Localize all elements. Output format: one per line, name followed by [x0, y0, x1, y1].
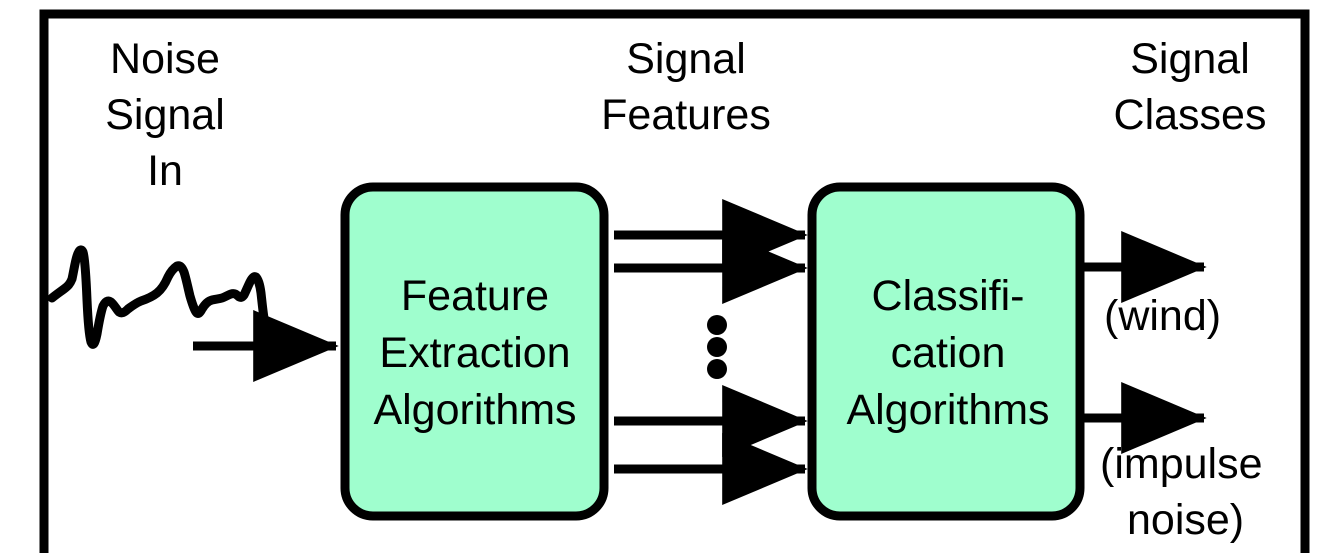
classification-line-3: Algorithms: [846, 386, 1049, 434]
output-impulse-label-line-2: noise): [1127, 496, 1244, 544]
input-header-line-1: Noise: [110, 35, 220, 83]
ellipsis-dot-2: [707, 337, 727, 357]
features-header: Signal Features: [601, 35, 771, 139]
classification-line-2: cation: [891, 329, 1006, 377]
classification-box[interactable]: [807, 182, 1085, 521]
ellipsis-dot-3: [707, 359, 727, 379]
outer-frame: [39, 9, 1310, 553]
classes-header-line-2: Classes: [1114, 91, 1267, 139]
output-impulse-label-line-1: (impulse: [1100, 440, 1263, 488]
noise-signal-waveform: [47, 245, 280, 349]
feature-extraction-line-1: Feature: [401, 272, 549, 320]
feature-extraction-line-2: Extraction: [379, 329, 570, 377]
classes-header: Signal Classes: [1114, 35, 1267, 139]
classification-block[interactable]: Classifi- cation Algorithms: [807, 182, 1085, 521]
features-header-line-2: Features: [601, 91, 771, 139]
classes-header-line-1: Signal: [1130, 35, 1250, 83]
input-header-line-2: Signal: [105, 91, 225, 139]
input-header: Noise Signal In: [105, 35, 225, 195]
vertical-ellipsis: [707, 315, 727, 379]
features-header-line-1: Signal: [626, 35, 746, 83]
feature-extraction-line-3: Algorithms: [373, 386, 576, 434]
ellipsis-dot-1: [707, 315, 727, 335]
feature-extraction-box[interactable]: [340, 182, 609, 521]
feature-extraction-block[interactable]: Feature Extraction Algorithms: [340, 182, 609, 521]
output-wind-label: (wind): [1104, 292, 1221, 340]
classification-line-1: Classifi-: [872, 272, 1025, 320]
input-header-line-3: In: [147, 147, 183, 195]
